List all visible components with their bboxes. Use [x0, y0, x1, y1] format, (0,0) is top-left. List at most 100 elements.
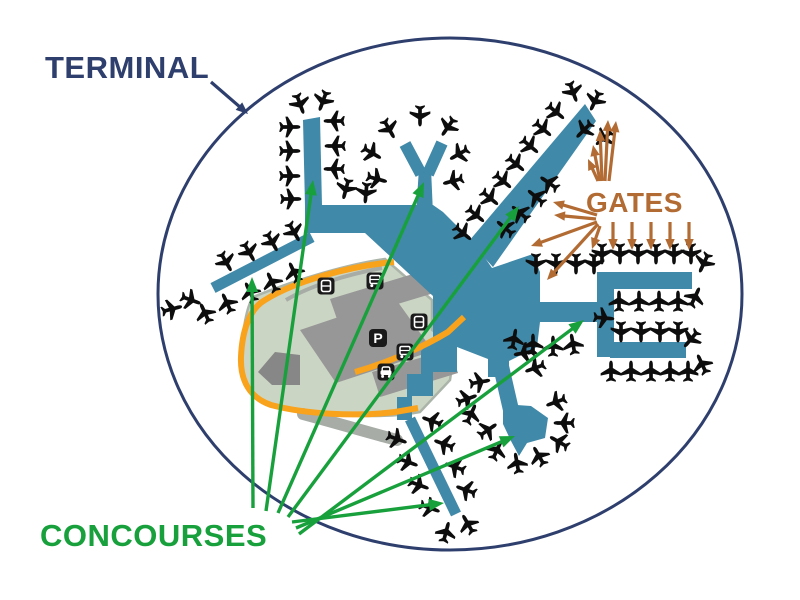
airplane-icon [323, 110, 345, 132]
concourse-pier-northwest [303, 117, 322, 206]
gate-arrow-head [646, 239, 656, 250]
concourse-arrow-head [568, 320, 584, 334]
airplane-icon [553, 412, 575, 434]
gate-arrow-line [603, 128, 610, 182]
concourse-arrow-line [297, 326, 575, 536]
concourse-pier-southeast-head [503, 404, 548, 456]
concourse-pointer-lines [246, 180, 584, 536]
airplane-icon [505, 451, 530, 476]
airplane-icon [444, 139, 474, 169]
gate-arrow-head [665, 239, 675, 250]
concourse-arrow-head [505, 206, 519, 222]
airplane-icon [323, 158, 345, 180]
airplane-icon [280, 188, 302, 210]
concourse-arrow-head [412, 182, 424, 199]
facility-icon [409, 312, 429, 332]
airplane-icon [440, 168, 467, 194]
airplane-icon [544, 427, 574, 457]
terminal-boundary-ellipse [156, 36, 744, 552]
gates-label: GATES [586, 187, 683, 218]
airplane-icon [648, 290, 670, 312]
terminal-core [305, 205, 601, 420]
airplane-icon [630, 321, 652, 343]
airplane-icon [453, 509, 483, 539]
concourse-arrow-line [286, 215, 513, 519]
terminal-pointer-arrow [209, 80, 248, 114]
airplane-icon [559, 78, 587, 106]
concourse-east-structure [597, 272, 692, 358]
airplane-icon [333, 175, 359, 202]
airplane-icon [433, 519, 459, 546]
airplane-icon [279, 140, 301, 162]
gate-arrow-head [608, 239, 618, 250]
airplane-icon [667, 290, 689, 312]
gate-arrow-line [607, 129, 617, 182]
concourse-pier-north-y-arms [399, 140, 448, 177]
terminal-label: TERMINAL [45, 50, 209, 85]
gate-arrow-head [595, 130, 606, 142]
airplane-icon [409, 105, 431, 127]
gate-arrow-line [593, 225, 602, 242]
concourse-arrow-line [295, 439, 504, 530]
concourse-arrow-head [428, 498, 444, 511]
parking-icon [369, 329, 387, 347]
airplane-icon [600, 360, 622, 382]
gate-arrow-head [531, 237, 543, 247]
airplane-icon [542, 388, 570, 416]
airplane-icon [177, 286, 205, 314]
airplane-icon [279, 165, 301, 187]
gate-arrow-head [684, 239, 694, 250]
airplane-icon [433, 112, 463, 142]
airplane-icon [418, 407, 446, 435]
concourse-arrow-line [250, 289, 255, 509]
access-road-loop [237, 259, 419, 418]
concourses-label: CONCOURSES [40, 518, 267, 553]
concourse-pier-north-y-stem [416, 168, 433, 214]
concourse-pier-southeast-stem [492, 360, 519, 412]
gate-arrow-line [561, 203, 598, 217]
terminal-arrow-line [209, 80, 242, 109]
gate-arrow-head [610, 121, 620, 133]
airplane-icon [680, 243, 702, 265]
airplane-icon [213, 289, 241, 318]
gate-arrow-head [627, 239, 637, 250]
facility-icon [316, 276, 336, 296]
concourse-pier-west [210, 232, 315, 293]
concourse-arrow-head [304, 180, 317, 196]
gate-arrow-line [593, 153, 602, 182]
concourse-arrow-line [264, 192, 313, 512]
airplane-icon [430, 430, 458, 458]
terminal-arrow-head [235, 102, 248, 114]
gate-arrow-head [591, 237, 601, 249]
airplane-icon [286, 90, 314, 118]
gate-arrow-line [590, 166, 600, 182]
airplane-icon [649, 321, 671, 343]
parking-structure [300, 298, 433, 383]
airplane-icon [324, 135, 346, 157]
gate-arrow-line [538, 220, 598, 245]
concourse-pier-south [405, 416, 461, 517]
gate-arrow-head [554, 211, 566, 221]
parking-structure-small [258, 352, 300, 385]
gate-arrow-head [588, 159, 597, 171]
airplane-icon [620, 360, 642, 382]
gate-arrow-line [562, 214, 597, 221]
airplane-icon [357, 138, 387, 168]
airplane-icon [383, 425, 411, 453]
gate-arrow-line [598, 138, 604, 182]
airplane-icon [524, 441, 554, 471]
airplane-icon [659, 360, 681, 382]
concourse-arrow-head [246, 277, 259, 293]
gate-arrow-head [553, 200, 565, 210]
gate-pointer-arrows [531, 120, 694, 280]
gate-arrow-head [547, 268, 558, 280]
airplane-icon [374, 114, 404, 144]
gate-arrow-head [602, 120, 613, 132]
airplane-icon [663, 243, 685, 265]
parking-structure [330, 267, 444, 322]
airplane-icon [309, 87, 337, 115]
concourse-pier-northeast [469, 104, 596, 267]
concourse-buildings [210, 104, 692, 517]
